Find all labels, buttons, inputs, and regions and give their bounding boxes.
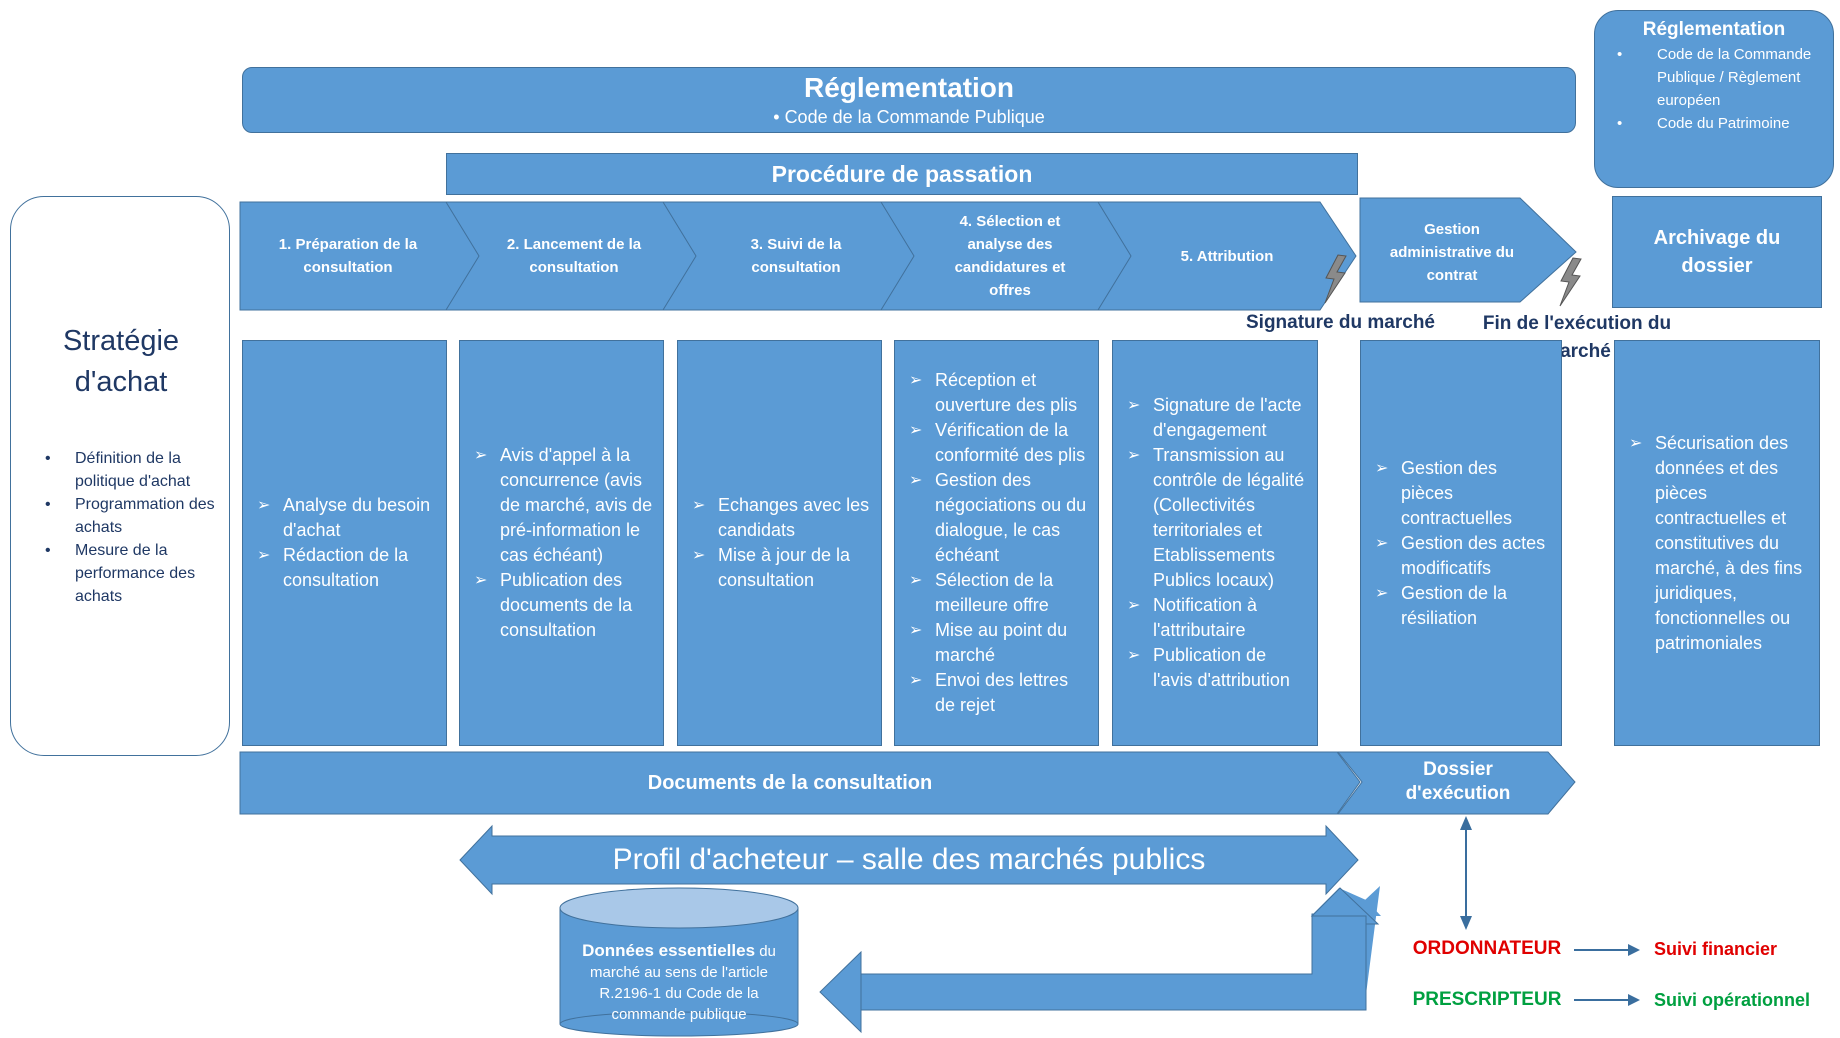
detail-item: Transmission au contrôle de légalité (Co… (1127, 443, 1309, 593)
regulation-banner-title: Réglementation (803, 72, 1015, 103)
step-label-3: 3. Suivi de la consultation (750, 236, 842, 276)
dossier-execution-shape (1336, 751, 1576, 815)
detail-item: Echanges avec les candidats (692, 493, 873, 543)
regulation-side-item: •Code du Patrimoine (1617, 115, 1790, 132)
data-cylinder-label: Données essentielles du marché au sens d… (582, 941, 776, 1023)
detail-column-6: Gestion des pièces contractuelles Gestio… (1360, 340, 1562, 746)
archive-title: Archivage du dossier (1653, 227, 1781, 277)
actor-ordonnateur: ORDONNATEUR (1412, 938, 1562, 959)
strategy-item: •Définition de la politique d'achat (45, 450, 191, 490)
regulation-side-box: Réglementation •Code de la Commande Publ… (1594, 10, 1834, 188)
cylinder-bottom (559, 1011, 799, 1037)
regulation-side-title: Réglementation (1642, 19, 1786, 40)
step-label-1: 1. Préparation de la consultation (278, 236, 418, 276)
detail-item: Réception et ouverture des plis (909, 368, 1090, 418)
return-arrow-body (858, 913, 1367, 1011)
ordonnateur-arrow-head (1628, 944, 1640, 956)
detail-list-5: Signature de l'acte d'engagement Transmi… (1127, 393, 1309, 693)
step-chevron-6 (1359, 197, 1577, 303)
procedure-title: Procédure de passation (446, 153, 1358, 195)
step-label-4: 4. Sélection et analyse des candidatures… (954, 213, 1066, 299)
profil-double-arrow (459, 824, 1359, 896)
role-suivi-financier: Suivi financier (1654, 939, 1778, 959)
detail-item: Gestion des pièces contractuelles (1375, 456, 1553, 531)
end-lightning-icon (1559, 257, 1582, 307)
detail-list-6: Gestion des pièces contractuelles Gestio… (1375, 456, 1553, 631)
regulation-side-item: •Code de la Commande Publique / Règlemen… (1617, 46, 1812, 109)
detail-item: Gestion de la résiliation (1375, 581, 1553, 631)
profil-label: Profil d'acheteur – salle des marchés pu… (612, 843, 1206, 876)
dossier-execution-label: Dossier d'exécution (1405, 759, 1511, 804)
detail-item: Signature de l'acte d'engagement (1127, 393, 1309, 443)
strategy-item: •Programmation des achats (45, 496, 215, 536)
strategy-list: •Définition de la politique d'achat •Pro… (25, 447, 225, 608)
detail-item: Sélection de la meilleure offre (909, 568, 1090, 618)
detail-item: Publication de l'avis d'attribution (1127, 643, 1309, 693)
detail-list-1: Analyse du besoin d'achat Rédaction de l… (257, 493, 438, 593)
detail-column-2: Avis d'appel à la concurrence (avis de m… (459, 340, 664, 746)
detail-item: Analyse du besoin d'achat (257, 493, 438, 543)
actor-prescripteur: PRESCRIPTEUR (1412, 989, 1562, 1010)
detail-item: Notification à l'attributaire (1127, 593, 1309, 643)
step-label-5: 5. Attribution (1180, 247, 1274, 265)
cylinder-top (559, 887, 799, 929)
step-label-6: Gestion administrative du contrat (1389, 220, 1515, 284)
detail-column-5: Signature de l'acte d'engagement Transmi… (1112, 340, 1318, 746)
detail-list-7: Sécurisation des données et des pièces c… (1629, 431, 1811, 656)
detail-column-3: Echanges avec les candidats Mise à jour … (677, 340, 882, 746)
role-suivi-operationnel: Suivi opérationnel (1654, 990, 1811, 1010)
detail-item: Gestion des actes modificatifs (1375, 531, 1553, 581)
regulation-banner: Réglementation • Code de la Commande Pub… (242, 67, 1576, 133)
step-label-2: 2. Lancement de la consultation (506, 236, 642, 276)
strategy-item: •Mesure de la performance des achats (45, 542, 196, 605)
detail-column-1: Analyse du besoin d'achat Rédaction de l… (242, 340, 447, 746)
milestone-signature: Signature du marché (1246, 312, 1435, 333)
detail-item: Publication des documents de la consulta… (474, 568, 655, 643)
archive-box: Archivage du dossier (1612, 196, 1822, 308)
dossier-link-arrow-down (1460, 916, 1472, 930)
signature-lightning-icon (1324, 254, 1347, 304)
return-arrow-head-left (819, 950, 862, 1034)
detail-item: Sécurisation des données et des pièces c… (1629, 431, 1811, 656)
step-chevron-5 (1097, 201, 1357, 311)
detail-list-4: Réception et ouverture des plis Vérifica… (909, 368, 1090, 718)
documents-bar-label: Documents de la consultation (647, 772, 933, 794)
detail-list-3: Echanges avec les candidats Mise à jour … (692, 493, 873, 593)
detail-item: Rédaction de la consultation (257, 543, 438, 593)
detail-item: Envoi des lettres de rejet (909, 668, 1090, 718)
documents-bar-shape (239, 751, 1361, 815)
regulation-banner-item: • Code de la Commande Publique (773, 107, 1045, 127)
detail-item: Mise au point du marché (909, 618, 1090, 668)
detail-item: Gestion des négociations ou du dialogue,… (909, 468, 1090, 568)
prescripteur-arrow-head (1628, 994, 1640, 1006)
detail-column-7: Sécurisation des données et des pièces c… (1614, 340, 1820, 746)
detail-item: Avis d'appel à la concurrence (avis de m… (474, 443, 655, 568)
detail-list-2: Avis d'appel à la concurrence (avis de m… (474, 443, 655, 643)
detail-item: Mise à jour de la consultation (692, 543, 873, 593)
detail-item: Vérification de la conformité des plis (909, 418, 1090, 468)
detail-column-4: Réception et ouverture des plis Vérifica… (894, 340, 1099, 746)
dossier-link-arrow-up (1460, 816, 1472, 830)
strategy-panel: Stratégie d'achat •Définition de la poli… (10, 196, 230, 756)
return-arrow-head-up2 (1310, 887, 1380, 925)
strategy-title: Stratégie d'achat (62, 325, 180, 398)
